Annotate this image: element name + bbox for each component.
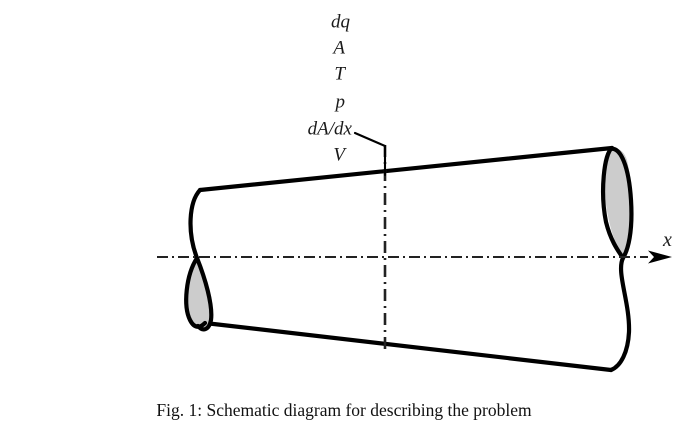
inlet-cross-section-fill [186, 258, 213, 329]
centerline-axis [157, 250, 672, 264]
variable-label-velocity: V [333, 144, 345, 166]
variable-label-temperature: T [334, 63, 345, 85]
duct-body [197, 145, 615, 373]
inlet-end-cap [184, 187, 214, 332]
inlet-inner-curve [184, 255, 208, 329]
outlet-end-cap [601, 145, 634, 373]
duct-bottom-edge [202, 320, 614, 373]
outlet-cross-section-fill [604, 148, 632, 258]
duct-top-edge [197, 145, 615, 193]
variable-label-area: A [333, 37, 345, 59]
figure-caption: Fig. 1: Schematic diagram for describing… [156, 400, 532, 420]
variable-label-pressure: p [335, 91, 346, 113]
outlet-outer-curve [607, 146, 634, 373]
x-axis-label: x [663, 229, 672, 251]
x-axis-arrowhead [648, 250, 672, 264]
variable-label-dq: dq [331, 11, 350, 33]
variable-label-area-gradient: dA/dx [307, 118, 352, 140]
inlet-outer-curve [188, 187, 214, 332]
outlet-inner-curve [601, 145, 626, 261]
leader-polyline [353, 131, 387, 177]
label-leader-line [353, 131, 387, 177]
